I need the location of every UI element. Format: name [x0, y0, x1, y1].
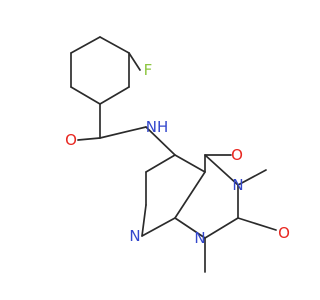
atom-label-nitrogen-1: N — [194, 229, 205, 247]
atom-label-oxygen-2: O — [278, 224, 290, 242]
bond-line — [99, 86, 130, 105]
bond-line — [128, 52, 141, 71]
bond-line — [99, 36, 130, 54]
bond-line — [237, 169, 267, 186]
bond-line — [77, 137, 101, 141]
bond-line — [70, 86, 101, 105]
atom-label-fluorine: F — [144, 61, 153, 79]
atom-label-amide-nitrogen: NH — [146, 118, 169, 136]
bond-line — [174, 171, 206, 219]
bond-line — [174, 154, 206, 173]
atom-label-nitrogen-3: N — [232, 176, 243, 194]
atom-label-pyridine-nitrogen: N — [129, 227, 140, 245]
bond-line — [204, 217, 239, 239]
bond-line — [145, 126, 176, 156]
bond-line — [99, 126, 147, 139]
bond-line — [145, 154, 176, 173]
bond-line — [141, 204, 147, 237]
atom-label-oxygen-4: O — [231, 146, 243, 164]
atom-label-amide-oxygen: O — [65, 131, 77, 149]
bond-line — [70, 36, 101, 54]
bond-line — [237, 217, 277, 231]
bond-line — [174, 217, 206, 239]
bond-line — [204, 154, 239, 186]
molecule-structure-diagram: F O NH O N O N N — [65, 36, 290, 273]
bond-lines — [70, 36, 277, 273]
bond-line — [141, 217, 176, 237]
